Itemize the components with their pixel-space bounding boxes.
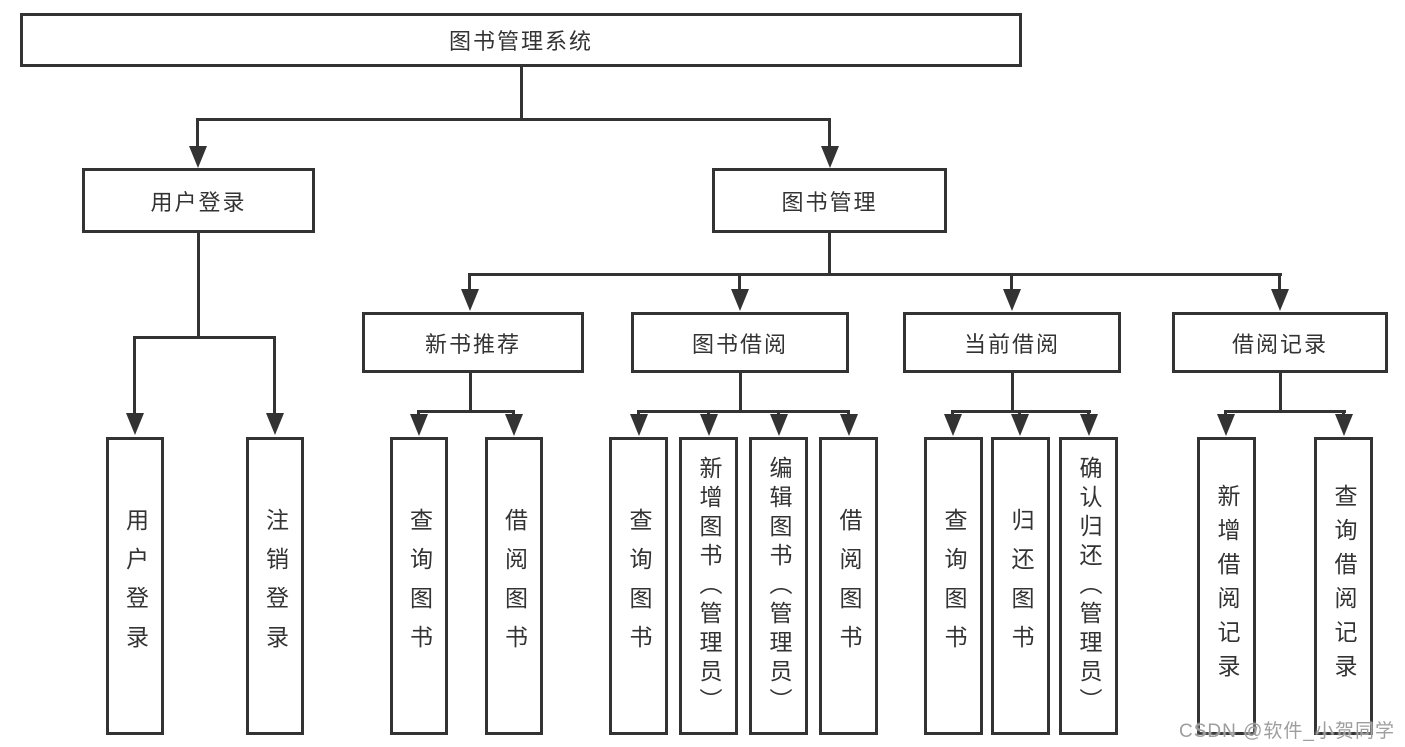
connector-arrow bbox=[1335, 410, 1353, 436]
node-current-borrowing: 当前借阅 bbox=[903, 312, 1121, 373]
leaf-query-books-current: 查询图书 bbox=[924, 437, 983, 735]
leaf-query-books-recommend: 查询图书 bbox=[390, 437, 448, 735]
node-borrowing-records: 借阅记录 bbox=[1172, 312, 1388, 373]
leaf-label: 确认归还（管理员） bbox=[1076, 455, 1102, 717]
leaf-label: 用户登录 bbox=[122, 508, 149, 664]
leaf-label: 新增图书（管理员） bbox=[696, 455, 722, 717]
leaf-label: 借阅图书 bbox=[501, 508, 528, 664]
connector-arrow bbox=[840, 410, 858, 436]
connector-arrow bbox=[630, 410, 648, 436]
node-book-borrowing: 图书借阅 bbox=[631, 312, 849, 373]
node-new-book-recommendation: 新书推荐 bbox=[362, 312, 584, 373]
leaf-label: 查询借阅记录 bbox=[1331, 484, 1357, 688]
leaf-label: 新增借阅记录 bbox=[1214, 484, 1240, 688]
connector-line bbox=[469, 273, 1282, 276]
connector-arrow bbox=[731, 273, 749, 311]
connector-arrow bbox=[189, 118, 207, 168]
csdn-watermark: CSDN @软件_小贺同学 bbox=[1179, 721, 1395, 742]
node-library-management-system: 图书管理系统 bbox=[20, 13, 1022, 67]
leaf-logout: 注销登录 bbox=[246, 437, 304, 735]
connector-arrow bbox=[700, 410, 718, 436]
connector-line bbox=[418, 410, 515, 413]
connector-line bbox=[739, 373, 742, 413]
connector-arrow bbox=[1271, 273, 1289, 311]
leaf-query-books-borrowing: 查询图书 bbox=[609, 437, 668, 735]
connector-arrow bbox=[461, 273, 479, 311]
connector-arrow bbox=[944, 410, 962, 436]
node-user-login: 用户登录 bbox=[82, 168, 315, 233]
connector-line bbox=[952, 410, 1091, 413]
connector-arrow bbox=[770, 410, 788, 436]
leaf-label: 编辑图书（管理员） bbox=[766, 455, 792, 717]
leaf-return-books: 归还图书 bbox=[991, 437, 1050, 735]
connector-line bbox=[197, 118, 830, 121]
connector-line bbox=[637, 410, 850, 413]
connector-line bbox=[1279, 373, 1282, 413]
leaf-add-books-admin: 新增图书（管理员） bbox=[679, 437, 738, 735]
leaf-user-login: 用户登录 bbox=[106, 437, 164, 735]
leaf-label: 查询图书 bbox=[626, 508, 652, 664]
connector-line bbox=[520, 67, 523, 121]
leaf-add-borrow-record: 新增借阅记录 bbox=[1197, 437, 1256, 735]
connector-arrow bbox=[410, 410, 428, 436]
connector-arrow bbox=[126, 336, 144, 435]
connector-line bbox=[1225, 410, 1346, 413]
leaf-borrow-books-recommend: 借阅图书 bbox=[485, 437, 543, 735]
leaf-query-borrow-record: 查询借阅记录 bbox=[1314, 437, 1373, 735]
leaf-label: 查询图书 bbox=[941, 508, 967, 664]
connector-arrow bbox=[1011, 410, 1029, 436]
leaf-label: 注销登录 bbox=[262, 508, 289, 664]
connector-arrow bbox=[505, 410, 523, 436]
node-book-management: 图书管理 bbox=[712, 168, 947, 233]
connector-line bbox=[469, 373, 472, 413]
leaf-borrow-books-borrowing: 借阅图书 bbox=[819, 437, 878, 735]
leaf-edit-books-admin: 编辑图书（管理员） bbox=[749, 437, 808, 735]
connector-arrow bbox=[1080, 410, 1098, 436]
connector-arrow bbox=[1003, 273, 1021, 311]
connector-line bbox=[1011, 373, 1014, 413]
connector-line bbox=[134, 336, 276, 339]
leaf-confirm-return-admin: 确认归还（管理员） bbox=[1059, 437, 1118, 735]
connector-arrow bbox=[821, 118, 839, 168]
connector-line bbox=[828, 233, 831, 276]
leaf-label: 归还图书 bbox=[1008, 508, 1034, 664]
connector-arrow bbox=[266, 336, 284, 435]
connector-arrow bbox=[1217, 410, 1235, 436]
leaf-label: 查询图书 bbox=[406, 508, 433, 664]
connector-line bbox=[197, 233, 200, 339]
leaf-label: 借阅图书 bbox=[836, 508, 862, 664]
